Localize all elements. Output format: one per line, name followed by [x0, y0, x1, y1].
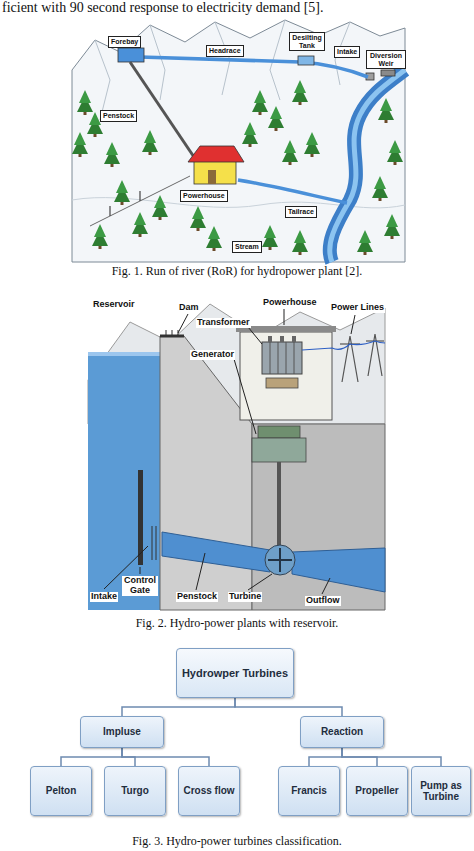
turbine-box: Pelton	[30, 766, 92, 816]
run-of-river-illustration	[72, 20, 405, 262]
tree-connector	[61, 748, 122, 766]
part-tag: Forebay	[108, 36, 141, 48]
turbine-box: Cross flow	[178, 766, 240, 816]
node-text: Reaction	[321, 726, 363, 738]
part-label: Generator	[190, 350, 235, 360]
part-tag: Desilting Tank	[289, 32, 325, 51]
tree-connector	[309, 748, 342, 766]
node-text: Stream	[235, 243, 259, 251]
node-text: Turgo	[121, 785, 149, 797]
figure-caption: Fig. 3. Hydro-power turbines classificat…	[0, 834, 474, 849]
part-tag: Tailrace	[285, 206, 317, 218]
node-text: Hydrowper Turbines	[182, 667, 288, 680]
part-label: Dam	[178, 303, 200, 313]
tree-connector	[122, 748, 209, 766]
figure-caption: Fig. 2. Hydro-power plants with reservoi…	[0, 616, 474, 631]
part-label: Intake	[90, 592, 118, 602]
part-tag: Intake	[334, 46, 360, 58]
turbine-box: Francis	[278, 766, 340, 816]
part-label: Penstock	[176, 592, 218, 602]
node-text: Tailrace	[288, 208, 314, 216]
part-label: Turbine	[228, 592, 262, 602]
tree-connector	[235, 698, 342, 716]
turbine-box: Pump as Turbine	[411, 766, 471, 816]
category-box: Impluse	[80, 716, 164, 748]
part-tag: Penstock	[100, 110, 137, 122]
node-text: Penstock	[103, 112, 134, 120]
node-text: Diversion Weir	[369, 52, 403, 67]
part-label: Power Lines	[330, 303, 385, 313]
reservoir-plant-illustration	[88, 304, 385, 610]
part-label: Reservoir	[92, 300, 136, 310]
figure-caption: Fig. 1. Run of river (RoR) for hydropowe…	[0, 264, 474, 279]
node-text: Francis	[291, 785, 327, 797]
node-text: Cross flow	[183, 785, 234, 797]
category-box: Reaction	[300, 716, 384, 748]
part-tag: Powerhouse	[180, 190, 228, 202]
node-text: Headrace	[209, 47, 241, 55]
node-text: Forebay	[111, 38, 138, 46]
part-tag: Headrace	[206, 45, 244, 57]
part-label: Powerhouse	[262, 298, 318, 308]
body-text: ficient with 90 second response to elect…	[2, 0, 324, 16]
turbine-box: Propeller	[346, 766, 408, 816]
part-label: Transformer	[196, 318, 251, 328]
node-text: Pump as Turbine	[415, 780, 467, 803]
tree-connector	[122, 698, 235, 716]
part-label: Outflow	[305, 596, 341, 606]
part-tag: Diversion Weir	[366, 50, 406, 69]
node-text: Intake	[337, 48, 357, 56]
node-text: Desilting Tank	[292, 34, 322, 49]
part-tag: Stream	[232, 241, 262, 253]
part-label: Control Gate	[122, 576, 158, 596]
node-text: Propeller	[355, 785, 398, 797]
root-box: Hydrowper Turbines	[176, 648, 294, 698]
tree-connector	[342, 748, 441, 766]
turbine-box: Turgo	[104, 766, 166, 816]
node-text: Powerhouse	[183, 192, 225, 200]
node-text: Pelton	[46, 785, 77, 797]
node-text: Impluse	[103, 726, 141, 738]
